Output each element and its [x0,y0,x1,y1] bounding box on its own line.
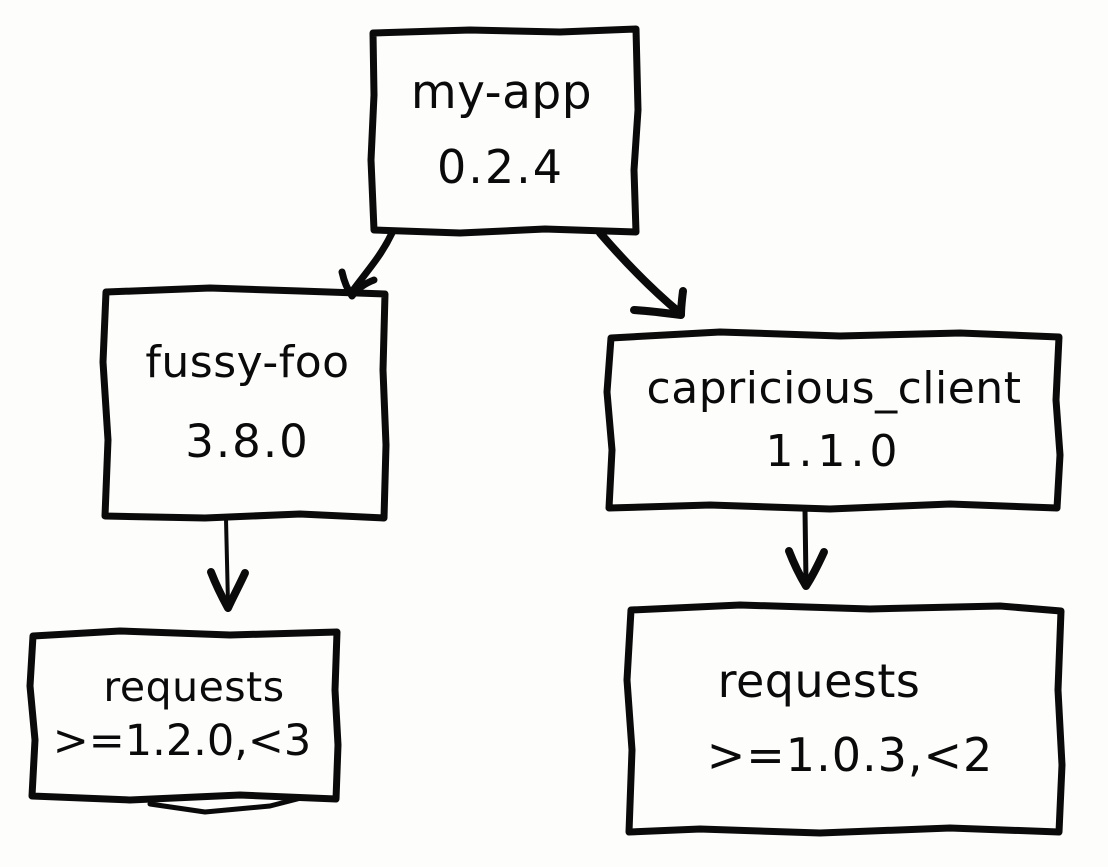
node-capricious-client-version: 1.1.0 [765,426,903,477]
node-my-app-version: 0.2.4 [436,140,565,195]
arrowhead-root-to-fussy-foo [338,268,378,300]
node-requests-left-name: requests [103,662,285,711]
node-box-fussy-foo [99,284,390,522]
node-my-app-name: my-app [410,65,593,121]
node-requests-right-name: requests [717,654,921,709]
node-box-capricious-client [603,328,1064,513]
node-fussy-foo[interactable]: fussy-foo 3.8.0 [104,288,385,518]
node-fussy-foo-name: fussy-foo [145,337,350,389]
node-box-requests-right [623,601,1066,837]
node-capricious-client-name: capricious_client [646,362,1022,414]
node-requests-right-version: >=1.0.3,<2 [706,728,994,782]
node-capricious-client[interactable]: capricious_client 1.1.0 [608,332,1060,508]
node-box-root [367,25,642,237]
stray-stroke-left-box [147,794,308,815]
edge-fussy-foo-to-requests [224,517,230,606]
node-fussy-foo-version: 3.8.0 [185,415,310,469]
edge-root-to-capricious-client [596,229,684,317]
node-my-app[interactable]: my-app 0.2.4 [372,29,635,232]
node-box-requests-left [26,627,342,804]
node-requests-left-version: >=1.2.0,<3 [52,715,312,766]
node-requests-left[interactable]: requests >=1.2.0,<3 [30,630,338,800]
arrowhead-fussy-foo-to-requests [207,568,249,612]
edge-capricious-client-to-requests [802,507,809,585]
node-requests-right[interactable]: requests >=1.0.3,<2 [628,605,1062,833]
arrowhead-root-to-capricious-client [630,287,687,319]
arrowhead-capricious-client-to-requests [785,547,828,590]
